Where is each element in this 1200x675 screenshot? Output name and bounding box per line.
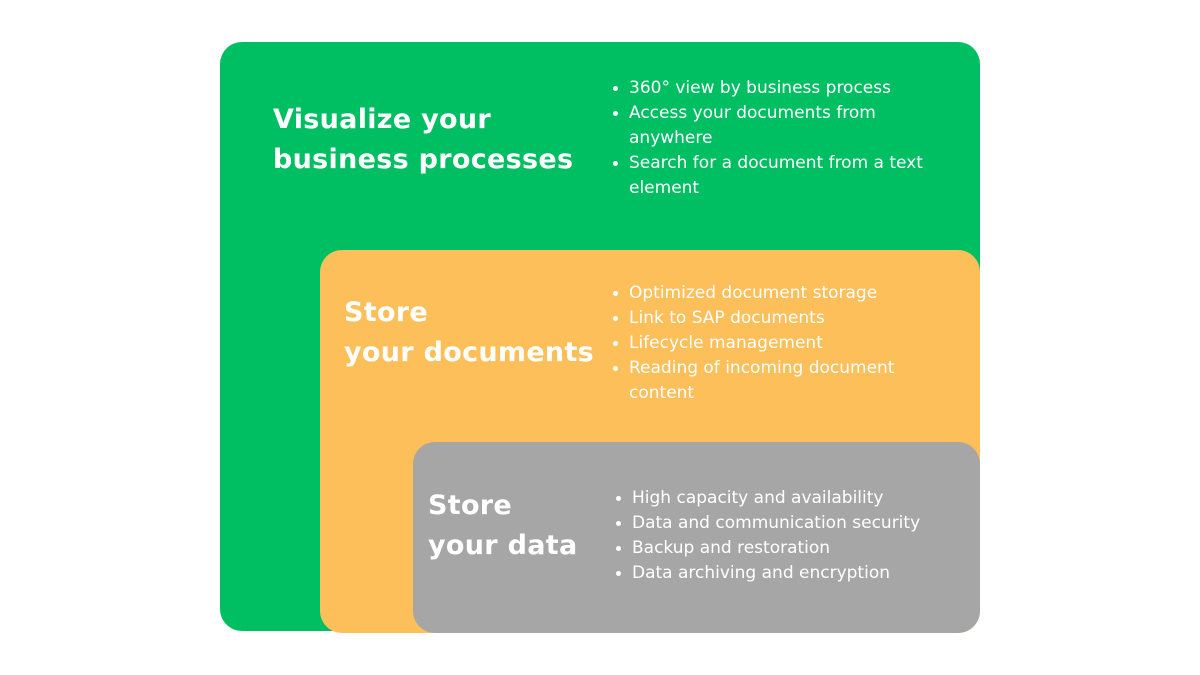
data-bullet-list: High capacity and availability Data and …	[615, 486, 970, 586]
documents-title-line-1: Store	[344, 297, 429, 328]
bullet-item: Backup and restoration	[615, 536, 970, 561]
visualize-title-line-1: Visualize your	[273, 104, 492, 135]
bullet-item: Optimized document storage	[612, 281, 962, 306]
bullet-item: Link to SAP documents	[612, 306, 962, 331]
data-layer-title: Store your data	[428, 486, 577, 566]
data-layer: Store your data High capacity and availa…	[413, 442, 980, 633]
visualize-layer-title: Visualize your business processes	[273, 100, 573, 180]
bullet-item: 360° view by business process	[612, 76, 962, 101]
data-title-line-1: Store	[428, 490, 513, 521]
bullet-item: Data archiving and encryption	[615, 561, 970, 586]
bullet-item: Reading of incoming document content	[612, 356, 962, 406]
documents-bullet-list: Optimized document storage Link to SAP d…	[612, 281, 962, 406]
bullet-item: High capacity and availability	[615, 486, 970, 511]
data-title-line-2: your data	[428, 530, 578, 561]
bullet-item: Search for a document from a text elemen…	[612, 151, 962, 201]
bullet-item: Lifecycle management	[612, 331, 962, 356]
visualize-title-line-2: business processes	[273, 144, 574, 175]
visualize-bullet-list: 360° view by business process Access you…	[612, 76, 962, 201]
bullet-item: Access your documents from anywhere	[612, 101, 962, 151]
documents-title-line-2: your documents	[344, 337, 595, 368]
documents-layer-title: Store your documents	[344, 293, 594, 373]
bullet-item: Data and communication security	[615, 511, 970, 536]
